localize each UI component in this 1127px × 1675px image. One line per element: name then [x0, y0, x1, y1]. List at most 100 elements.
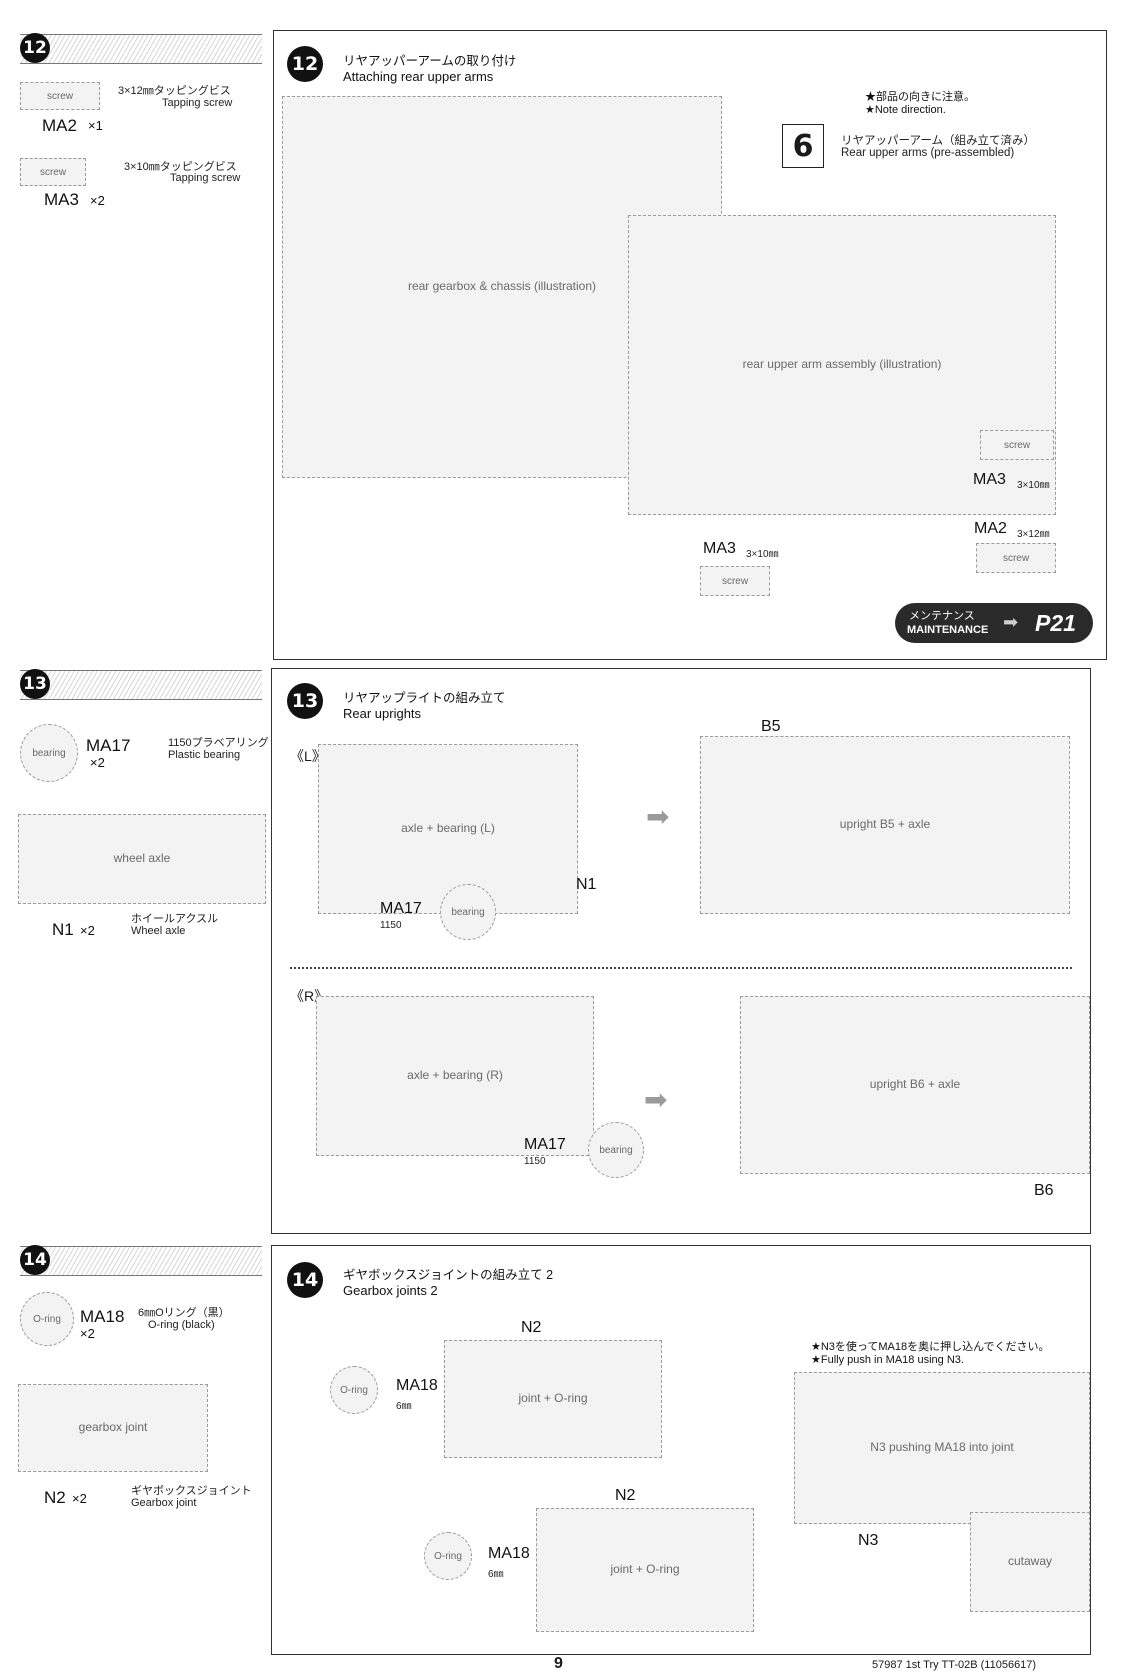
next-arrow-icon: ➡ [646, 801, 670, 832]
step-13-panel-number: 13 [291, 690, 319, 712]
callout-code: MA3 [703, 540, 736, 557]
callout-ma17-sub: 1150 [380, 920, 402, 931]
callout-ma18-top-sub: 6㎜ [396, 1401, 412, 1412]
step-14-panel-badge: 14 [287, 1262, 323, 1298]
footer-code: 57987 1st Try TT-02B (11056617) [872, 1659, 1037, 1671]
part-qty: ×2 [80, 923, 95, 938]
ref-step-box: 6 [782, 124, 824, 168]
part-code: MA2 [42, 116, 77, 135]
part-name-ja: ギヤボックスジョイント [131, 1485, 252, 1497]
part-name-ja: 1150プラベアリング [168, 737, 269, 749]
callout-ma17-right: MA17 [524, 1136, 566, 1153]
note-direction-ja: ★部品の向きに注意。 [865, 91, 975, 103]
screw-ma3-callout-image: screw [980, 430, 1054, 460]
part-name-en: Tapping screw [162, 97, 233, 109]
part-name-ja: ホイールアクスル [131, 913, 219, 925]
callout-ma18-bottom-sub: 6㎜ [488, 1569, 504, 1580]
part-code: N2 [44, 1488, 66, 1507]
step-13-header-bar [20, 670, 262, 700]
left-upright-b5-illustration: upright B5 + axle [700, 736, 1070, 914]
rear-upper-arm-illustration: rear upper arm assembly (illustration) [628, 215, 1056, 515]
step-14-title-ja: ギヤボックスジョイントの組み立て 2 [343, 1268, 554, 1282]
part-qty: ×2 [90, 755, 105, 770]
step-12-title-ja: リヤアッパーアームの取り付け [343, 54, 517, 68]
callout-b6: B6 [1034, 1182, 1054, 1199]
note-push-ja: ★N3を使ってMA18を奥に押し込んでください。 [811, 1341, 1050, 1353]
gearbox-joint-top-illustration: joint + O-ring [444, 1340, 662, 1458]
part-qty: ×2 [80, 1326, 95, 1341]
right-upright-b6-illustration: upright B6 + axle [740, 996, 1090, 1174]
callout-code: MA2 [974, 520, 1007, 537]
callout-n2-bottom: N2 [615, 1487, 636, 1504]
o-ring-icon-bottom: O-ring [424, 1532, 472, 1580]
step-13-title-en: Rear uprights [343, 706, 422, 721]
maintenance-ja: メンテナンス [909, 610, 975, 622]
part-name-en: O-ring (black) [148, 1319, 215, 1331]
step-12-panel-number: 12 [291, 53, 319, 75]
maintenance-arrow-icon: ➡ [1003, 612, 1019, 632]
step-12-panel-badge: 12 [287, 46, 323, 82]
part-qty: ×2 [90, 193, 105, 208]
bearing-icon-right: bearing [588, 1122, 644, 1178]
maintenance-badge: メンテナンス MAINTENANCE ➡ P21 [895, 603, 1093, 643]
callout-ma17-right-sub: 1150 [524, 1156, 546, 1167]
callout-code: MA3 [973, 471, 1006, 488]
step-13-panel-badge: 13 [287, 683, 323, 719]
n3-push-tool-illustration: N3 pushing MA18 into joint [794, 1372, 1090, 1524]
joint-cutaway-illustration: cutaway [970, 1512, 1090, 1612]
step-13-number: 13 [23, 674, 47, 694]
callout-size: 3×10㎜ [1017, 480, 1050, 491]
step-13-number-badge: 13 [20, 669, 50, 699]
page-number: 9 [554, 1655, 563, 1672]
part-code: MA18 [80, 1307, 125, 1326]
callout-size: 3×10㎜ [746, 549, 779, 560]
part-name-en: Wheel axle [131, 925, 186, 937]
part-qty: ×1 [88, 118, 103, 133]
callout-ma18-bottom: MA18 [488, 1545, 530, 1562]
bearing-icon-left: bearing [440, 884, 496, 940]
step-12-header-bar [20, 34, 262, 64]
gearbox-joint-image: gearbox joint [18, 1384, 208, 1472]
maintenance-page: P21 [1035, 610, 1076, 636]
callout-n3: N3 [858, 1532, 879, 1549]
callout-ma18-top: MA18 [396, 1377, 438, 1394]
maintenance-en: MAINTENANCE [907, 624, 989, 636]
part-code: MA3 [44, 190, 79, 209]
ref-step-number: 6 [792, 128, 814, 164]
next-arrow-icon-2: ➡ [644, 1084, 668, 1115]
screw-ma3-lower-image: screw [700, 566, 770, 596]
step-14-header-bar [20, 1246, 262, 1276]
part-name-ja: 3×12㎜タッピングビス [118, 85, 231, 97]
step-13-title-ja: リヤアップライトの組み立て [343, 691, 506, 705]
part-name-ja: 3×10㎜タッピングビス [124, 161, 237, 173]
part-code: N1 [52, 920, 74, 939]
part-name-en: Gearbox joint [131, 1497, 197, 1509]
right-axle-bearing-illustration: axle + bearing (R) [316, 996, 594, 1156]
section-divider [290, 967, 1072, 969]
o-ring-image: O-ring [20, 1292, 74, 1346]
callout-size: 3×12㎜ [1017, 529, 1050, 540]
callout-n2-top: N2 [521, 1319, 542, 1336]
o-ring-icon-top: O-ring [330, 1366, 378, 1414]
left-side-label: 《L》 [290, 748, 326, 764]
wheel-axle-image: wheel axle [18, 814, 266, 904]
part-qty: ×2 [72, 1491, 87, 1506]
gearbox-joint-bottom-illustration: joint + O-ring [536, 1508, 754, 1632]
step-14-number-badge: 14 [20, 1245, 50, 1275]
step-14-panel-number: 14 [291, 1269, 319, 1291]
note-direction-en: ★Note direction. [865, 104, 946, 116]
step-12-title-en: Attaching rear upper arms [343, 69, 494, 84]
callout-b5: B5 [761, 718, 781, 735]
screw-ma3-image: screw [20, 158, 86, 186]
step-12-number-badge: 12 [20, 33, 50, 63]
left-axle-bearing-illustration: axle + bearing (L) [318, 744, 578, 914]
callout-ma17: MA17 [380, 900, 422, 917]
part-name-ja: 6㎜Oリング（黒） [138, 1307, 230, 1319]
part-name-en: Tapping screw [170, 172, 241, 184]
part-name-en: Plastic bearing [168, 749, 241, 761]
screw-ma2-image: screw [20, 82, 100, 110]
ref-step-ja: リヤアッパーアーム（組み立て済み） [841, 135, 1036, 147]
screw-ma2-callout-image: screw [976, 543, 1056, 573]
ref-step-en: Rear upper arms (pre-assembled) [841, 147, 1015, 159]
step-14-title-en: Gearbox joints 2 [343, 1283, 438, 1298]
